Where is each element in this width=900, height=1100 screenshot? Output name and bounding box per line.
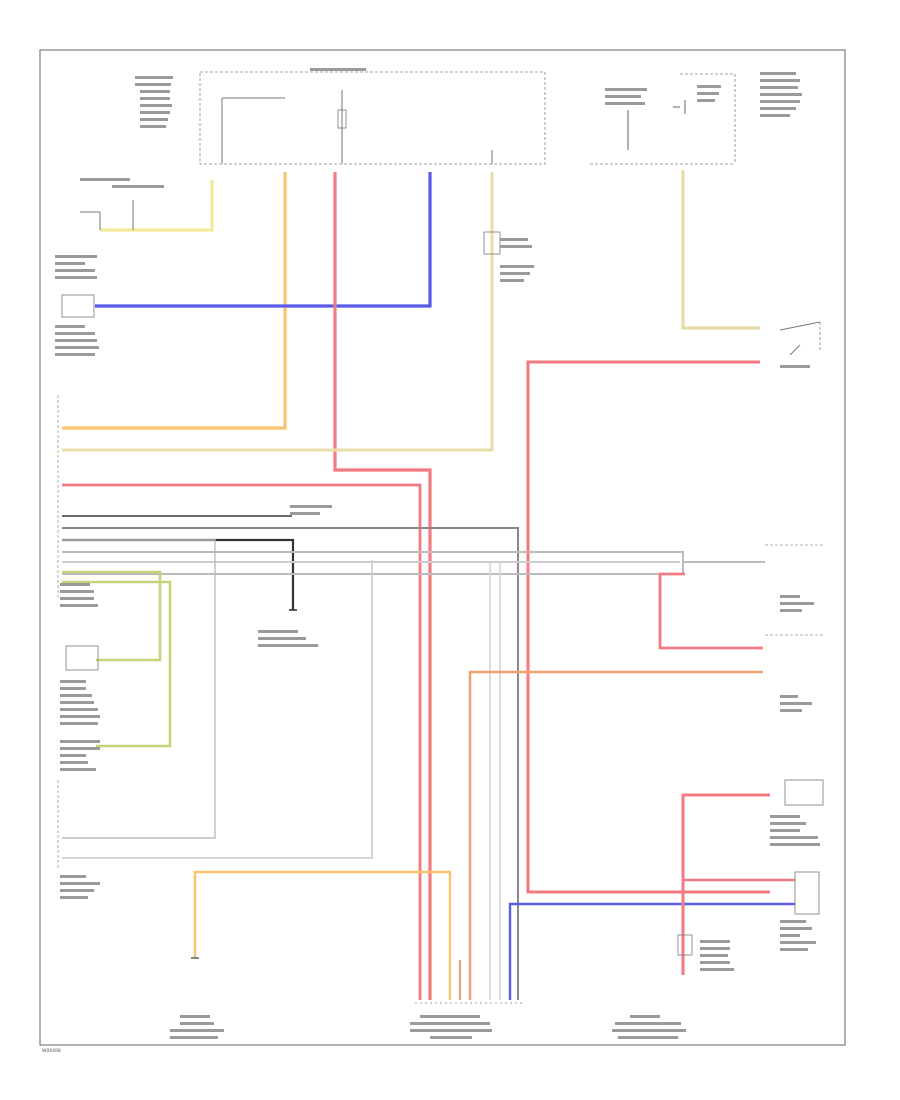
label-marks	[55, 68, 820, 1039]
wire-orange-red	[468, 670, 763, 1000]
lamp-connector	[483, 231, 501, 255]
fuel-sender-box	[784, 779, 824, 806]
relay-box	[677, 934, 693, 956]
wire-orange-bottom	[193, 870, 452, 1000]
data-connector-box	[794, 871, 820, 915]
wire-tan	[62, 172, 494, 452]
fuse-symbol	[337, 109, 347, 129]
wire-gray-bundle	[62, 527, 519, 1000]
wire-green-2	[62, 580, 172, 748]
wire-red-right	[526, 360, 770, 894]
wire-red-second	[62, 483, 422, 1000]
page-id: W00498	[42, 1048, 61, 1054]
wire-orange	[62, 172, 287, 430]
wire-green-1	[62, 570, 162, 662]
central-module-box	[199, 71, 546, 165]
wire-tan-right	[681, 170, 760, 330]
wire-red-main	[333, 172, 432, 1000]
sensor-box-left	[61, 294, 95, 318]
control-unit-box	[65, 645, 99, 671]
wire-yellow-brake	[100, 180, 214, 232]
page-border	[39, 49, 846, 1046]
wire-blue	[95, 172, 432, 308]
wire-blue-bottom	[508, 902, 795, 1000]
